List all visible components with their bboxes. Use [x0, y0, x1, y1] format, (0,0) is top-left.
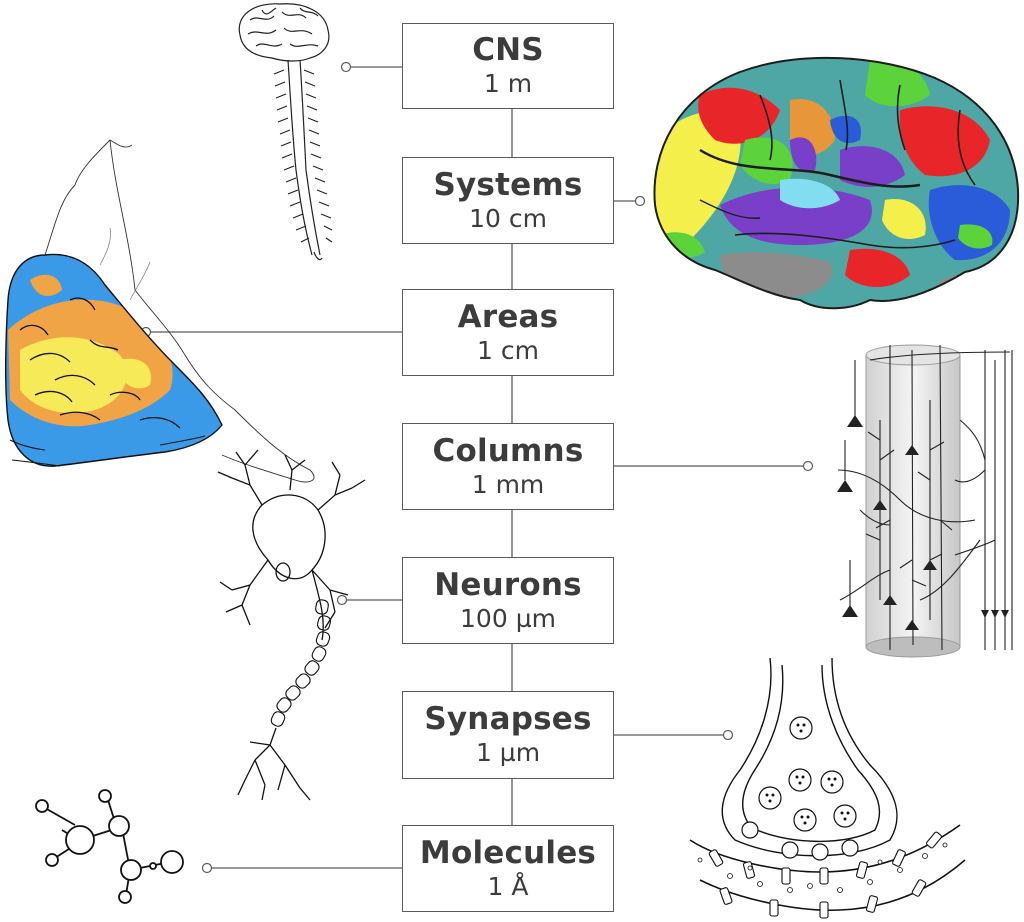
level-scale: 1 Å [487, 871, 529, 901]
connector-lines [140, 61, 814, 874]
level-box-areas: Areas 1 cm [402, 289, 614, 376]
level-name: Systems [433, 166, 583, 203]
level-scale: 10 cm [469, 203, 547, 233]
level-scale: 1 cm [477, 335, 539, 365]
level-box-molecules: Molecules 1 Å [402, 825, 614, 912]
level-name: Synapses [424, 701, 592, 737]
level-scale: 1 m [483, 69, 533, 98]
level-name: Areas [457, 298, 559, 335]
level-box-columns: Columns 1 mm [402, 423, 614, 510]
level-box-systems: Systems 10 cm [402, 157, 614, 244]
cortical-column-icon [837, 344, 1013, 658]
level-name: Neurons [434, 566, 582, 603]
level-name: Columns [432, 432, 584, 469]
level-box-synapses: Synapses 1 µm [402, 691, 614, 779]
level-scale: 1 µm [475, 738, 541, 767]
level-name: CNS [472, 32, 544, 68]
visual-area-map-icon [5, 139, 315, 483]
level-scale: 1 mm [471, 469, 545, 499]
molecule-icon [35, 789, 184, 904]
level-box-neurons: Neurons 100 µm [402, 557, 614, 644]
neuron-icon [217, 449, 366, 801]
cortex-map-icon [653, 56, 1020, 310]
level-name: Molecules [419, 834, 597, 871]
synapse-icon [689, 657, 966, 919]
level-box-cns: CNS 1 m [402, 23, 614, 109]
level-scale: 100 µm [460, 603, 556, 633]
brain-and-spinal-cord-icon [238, 3, 333, 261]
